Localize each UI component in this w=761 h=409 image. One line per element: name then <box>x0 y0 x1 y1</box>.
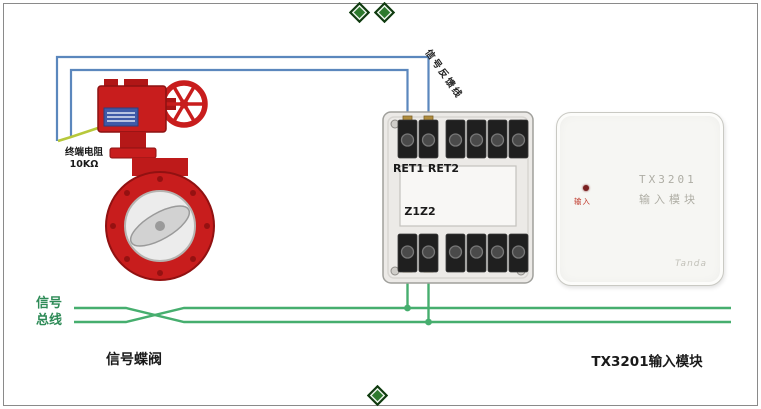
module-caption: TX3201输入模块 <box>591 354 703 370</box>
ret-terminals-label: RET1 RET2 <box>392 162 460 175</box>
module-model-text: TX3201 <box>639 173 697 186</box>
valve-caption: 信号蝶阀 <box>106 352 162 368</box>
terminal-block-illustration <box>382 111 534 284</box>
tx3201-input-module: 输入 TX3201 输入模块 Tanda <box>556 112 724 286</box>
module-name-text: 输入模块 <box>639 193 699 206</box>
signal-bus-label-line1: 信号 <box>36 296 63 311</box>
signal-bus-label-line2: 总线 <box>36 313 63 328</box>
feedback-wires-blue <box>55 55 430 141</box>
butterfly-valve-illustration <box>97 79 215 281</box>
terminal-resistor-value: 10KΩ <box>69 159 99 170</box>
z-terminals-label: Z1Z2 <box>404 205 436 218</box>
module-brand-logo: Tanda <box>675 259 707 269</box>
input-led-icon <box>583 185 589 191</box>
input-led-label: 输入 <box>574 197 591 206</box>
ground-wire <box>57 126 99 143</box>
terminal-resistor-label: 终端电阻 <box>64 147 103 158</box>
signal-bus-lines <box>74 306 731 324</box>
